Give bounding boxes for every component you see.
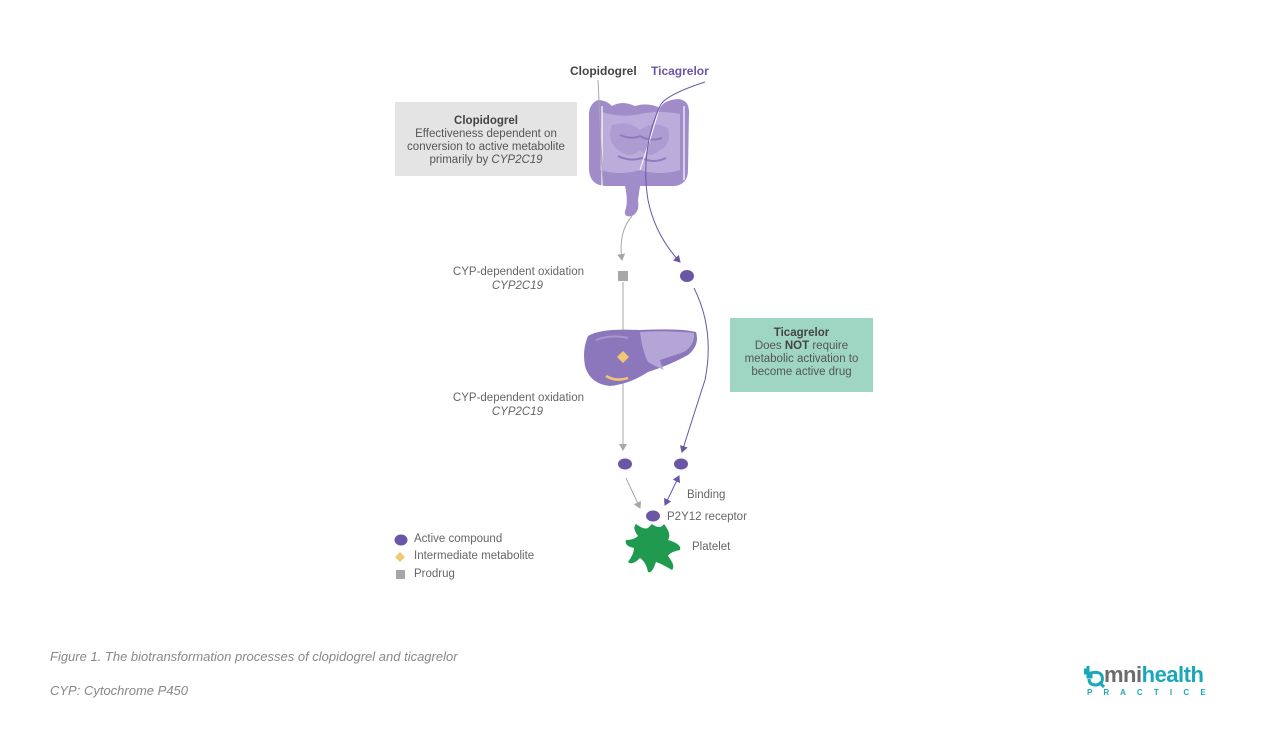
legend-intermediate-label: Intermediate metabolite bbox=[414, 550, 535, 562]
clopidogrel-box-title: Clopidogrel bbox=[454, 115, 518, 127]
logo-subtext: P R A C T I C E bbox=[1087, 688, 1211, 697]
legend-active-symbol bbox=[394, 534, 408, 546]
legend-intermediate: Intermediate metabolite bbox=[414, 550, 534, 562]
ticagrelor-active-dot-2 bbox=[674, 458, 688, 470]
clopidogrel-box-line2: conversion to active metabolite bbox=[407, 141, 565, 153]
ticagrelor-box-line1-prefix: Does bbox=[754, 340, 785, 352]
p2y12-receptor-dot bbox=[646, 510, 660, 522]
legend-prodrug-symbol bbox=[396, 570, 405, 579]
logo-mark-icon bbox=[1084, 666, 1106, 688]
legend-prodrug-label: Prodrug bbox=[414, 568, 455, 580]
clopidogrel-active-dot bbox=[618, 458, 632, 470]
ticagrelor-arrow-to-bloodstream bbox=[679, 287, 709, 453]
oxidation-label-2: CYP-dependent oxidation CYP2C19 bbox=[430, 391, 584, 419]
figure-caption: Figure 1. The biotransformation processe… bbox=[50, 649, 458, 664]
clopidogrel-box-gene: CYP2C19 bbox=[491, 154, 543, 166]
ticagrelor-box-title: Ticagrelor bbox=[773, 327, 830, 339]
platelet-label: Platelet bbox=[692, 541, 731, 553]
liver-illustration bbox=[584, 329, 697, 386]
legend-active-label: Active compound bbox=[414, 533, 503, 545]
platelet-shape bbox=[625, 524, 681, 573]
ticagrelor-active-dot bbox=[680, 270, 694, 282]
ticagrelor-info-box: Ticagrelor Does NOT require metabolic ac… bbox=[730, 318, 873, 392]
clopidogrel-info-box: Clopidogrel Effectiveness dependent on c… bbox=[395, 102, 577, 176]
ticagrelor-box-line3: become active drug bbox=[751, 366, 852, 378]
legend-intermediate-symbol bbox=[395, 552, 405, 562]
clopidogrel-box-line3: primarily by bbox=[429, 154, 492, 166]
prodrug-square bbox=[618, 271, 628, 281]
logo-text-mni: mni bbox=[1104, 662, 1142, 687]
binding-label: Binding bbox=[687, 489, 726, 501]
oxidation-2-text: CYP-dependent oxidation bbox=[452, 392, 584, 404]
clopidogrel-header: Clopidogrel bbox=[570, 64, 637, 78]
p2y12-receptor-label: P2Y12 receptor bbox=[667, 511, 747, 523]
clopidogrel-box-line1: Effectiveness dependent on bbox=[415, 128, 557, 140]
intestine-illustration bbox=[588, 99, 689, 217]
oxidation-1-text: CYP-dependent oxidation bbox=[452, 266, 584, 278]
ticagrelor-box-not: NOT bbox=[784, 340, 810, 352]
clopidogrel-entry-line bbox=[597, 79, 604, 186]
figure-footnote: CYP: Cytochrome P450 bbox=[50, 683, 189, 698]
ticagrelor-binding-arrow bbox=[664, 475, 680, 506]
oxidation-1-gene: CYP2C19 bbox=[491, 280, 543, 292]
ticagrelor-box-line2: metabolic activation to bbox=[744, 353, 859, 365]
ticagrelor-box-line1-suffix: require bbox=[809, 340, 849, 352]
clopidogrel-arrow-to-receptor bbox=[625, 477, 642, 509]
ticagrelor-header: Ticagrelor bbox=[651, 64, 709, 78]
oxidation-2-gene: CYP2C19 bbox=[491, 406, 543, 418]
legend-prodrug: Prodrug bbox=[414, 568, 455, 580]
logo-text-health: health bbox=[1141, 662, 1204, 687]
ticagrelor-arrow-to-active bbox=[645, 81, 706, 263]
legend-active: Active compound bbox=[414, 533, 502, 545]
oxidation-label-1: CYP-dependent oxidation CYP2C19 bbox=[430, 265, 584, 293]
intermediate-diamond bbox=[617, 351, 629, 363]
clopidogrel-arrow-to-prodrug bbox=[617, 215, 633, 261]
